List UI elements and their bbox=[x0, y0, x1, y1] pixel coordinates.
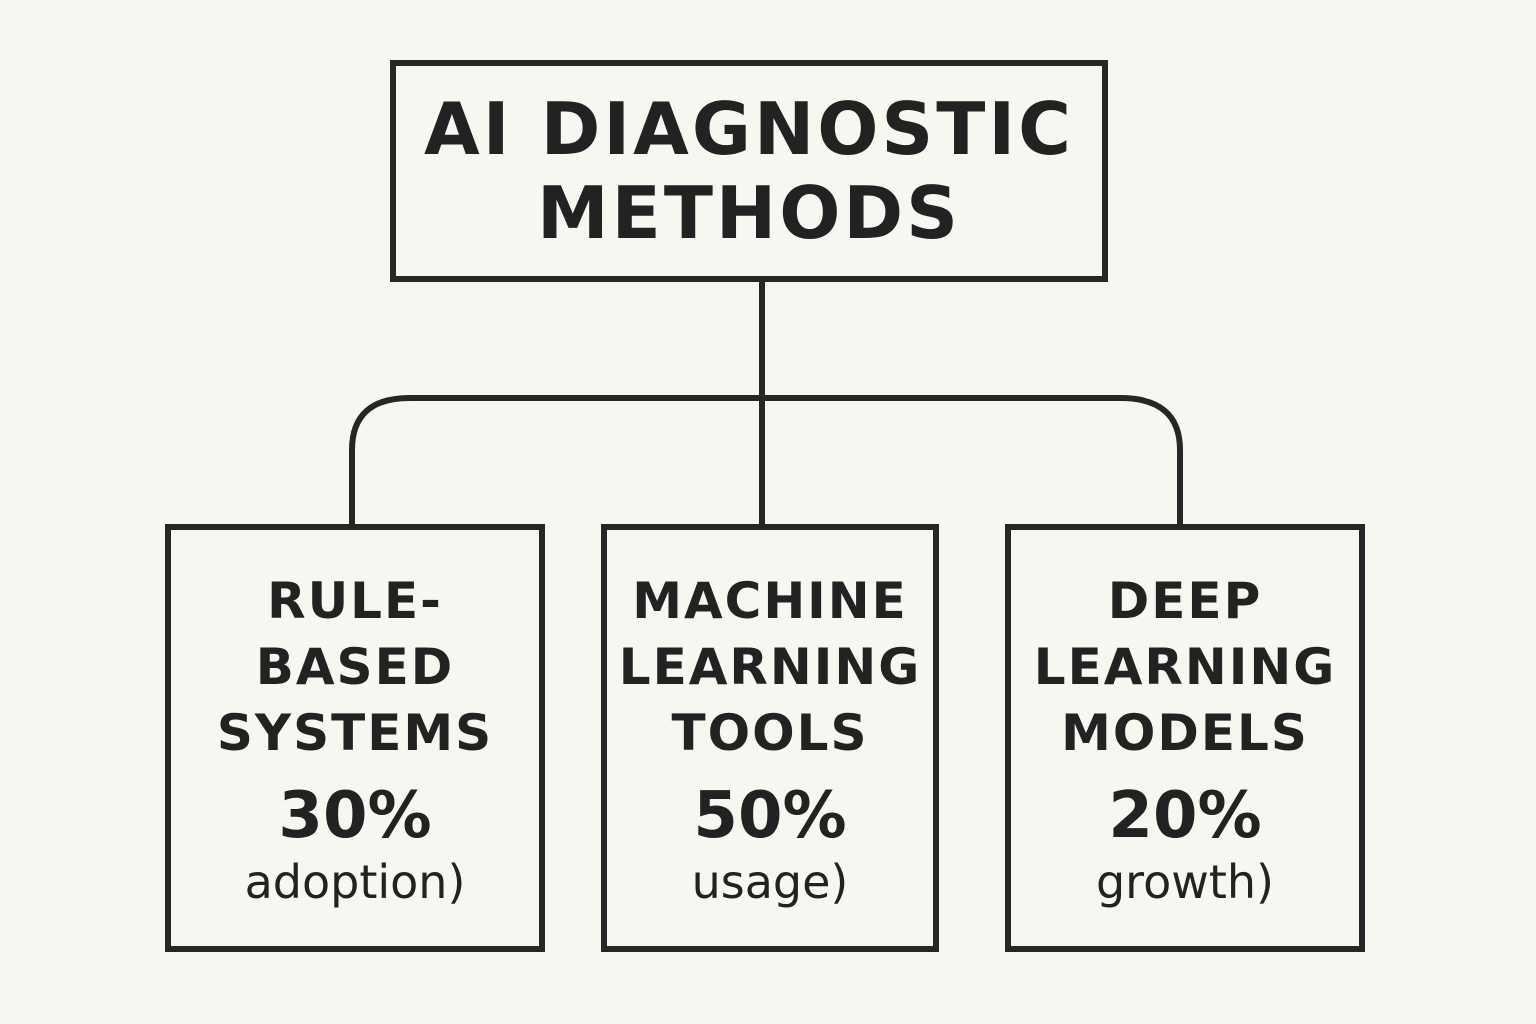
node-name-line: SYSTEMS bbox=[216, 704, 494, 762]
node-name-line: MACHINE bbox=[632, 572, 908, 630]
root-title-line2: METHODS bbox=[536, 171, 962, 255]
root-title-line1: AI DIAGNOSTIC bbox=[423, 87, 1074, 171]
node-name-line: LEARNING bbox=[618, 638, 922, 696]
node-name-line: DEEP bbox=[1107, 572, 1263, 630]
node-deep-learning-models: DEEP LEARNING MODELS 20% growth) bbox=[1005, 524, 1365, 952]
node-name-line: RULE- bbox=[267, 572, 443, 630]
root-node: AI DIAGNOSTIC METHODS bbox=[390, 60, 1108, 282]
node-percent: 50% bbox=[693, 779, 847, 853]
node-note: growth) bbox=[1095, 855, 1274, 909]
node-machine-learning-tools: MACHINE LEARNING TOOLS 50% usage) bbox=[601, 524, 939, 952]
node-name-line: LEARNING bbox=[1033, 638, 1337, 696]
node-note: adoption) bbox=[244, 855, 466, 909]
node-name-line: BASED bbox=[255, 638, 455, 696]
node-name-line: MODELS bbox=[1061, 704, 1309, 762]
node-rule-based-systems: RULE- BASED SYSTEMS 30% adoption) bbox=[165, 524, 545, 952]
node-name-line: TOOLS bbox=[671, 704, 869, 762]
node-percent: 20% bbox=[1108, 779, 1262, 853]
node-note: usage) bbox=[691, 855, 849, 909]
node-percent: 30% bbox=[278, 779, 432, 853]
